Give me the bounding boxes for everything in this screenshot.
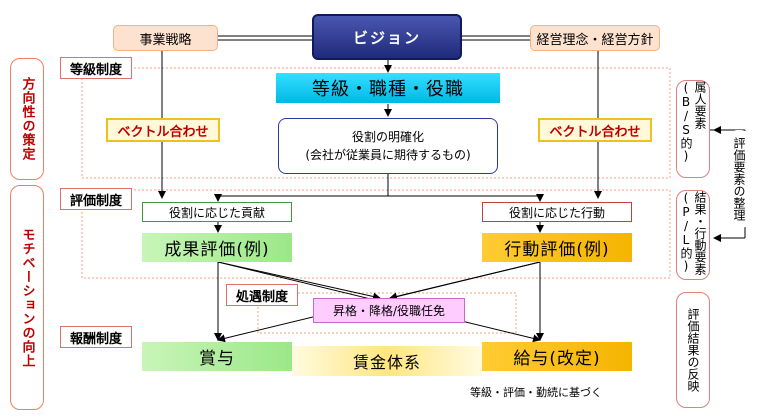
action-eval-label: 行動評価(例) bbox=[504, 240, 610, 260]
wage-basis-text: 等級・評価・勤続に基づく bbox=[470, 386, 602, 399]
strategy-box: 事業戦略 bbox=[113, 25, 218, 51]
motivation-label: モチベーションの向上 bbox=[19, 227, 35, 368]
vector-left-box: ベクトル合わせ bbox=[106, 118, 220, 142]
bonus-box: 賞与 bbox=[142, 342, 292, 371]
evaluation-system-label: 評価制度 bbox=[60, 188, 132, 210]
role-line1: 役割の明確化 bbox=[351, 130, 424, 144]
treatment-system-label: 処遇制度 bbox=[226, 284, 298, 306]
promotion-box: 昇格・降格/役職任免 bbox=[313, 298, 465, 323]
compensation-system-text: 報酬制度 bbox=[69, 331, 122, 347]
bonus-label: 賞与 bbox=[199, 349, 235, 369]
reflect-label: 評価結果の反映 bbox=[686, 308, 700, 392]
result-eval-box: 成果評価(例) bbox=[142, 233, 292, 262]
philosophy-box: 経営理念・経営方針 bbox=[530, 25, 660, 51]
role-clarification-box: 役割の明確化 (会社が従業員に期待するもの) bbox=[278, 118, 498, 174]
result-action-panel: 結果・行動要素(P/L的) bbox=[676, 190, 710, 280]
result-action-label: 結果・行動要素(P/L的) bbox=[679, 191, 707, 275]
grade-title-box: 等級・職種・役職 bbox=[276, 73, 500, 103]
action-eval-box: 行動評価(例) bbox=[482, 233, 632, 262]
salary-label: 給与(改定) bbox=[513, 349, 601, 369]
direction-label: 方向性の策定 bbox=[19, 77, 35, 161]
contribution-label: 役割に応じた貢献 bbox=[168, 205, 265, 220]
contribution-box: 役割に応じた貢献 bbox=[142, 202, 292, 222]
direction-panel: 方向性の策定 bbox=[10, 58, 44, 180]
attribute-label: 属人要素(B/S的) bbox=[679, 81, 707, 163]
vector-left-label: ベクトル合わせ bbox=[117, 124, 209, 140]
result-eval-label: 成果評価(例) bbox=[164, 240, 270, 260]
action-box: 役割に応じた行動 bbox=[482, 202, 632, 222]
strategy-label: 事業戦略 bbox=[139, 32, 192, 48]
action-label: 役割に応じた行動 bbox=[508, 205, 605, 220]
grade-title: 等級・職種・役職 bbox=[312, 79, 464, 100]
motivation-panel: モチベーションの向上 bbox=[10, 185, 44, 410]
philosophy-label: 経営理念・経営方針 bbox=[536, 32, 654, 48]
grade-system-text: 等級制度 bbox=[69, 62, 122, 78]
vision-box: ビジョン bbox=[312, 14, 462, 60]
compensation-system-label: 報酬制度 bbox=[60, 326, 132, 348]
treatment-system-text: 処遇制度 bbox=[235, 289, 288, 305]
organize-panel: 評価要素の整理 bbox=[727, 130, 751, 228]
attribute-panel: 属人要素(B/S的) bbox=[676, 80, 710, 178]
wage-system-label: 賃金体系 bbox=[352, 353, 421, 372]
reflect-panel: 評価結果の反映 bbox=[676, 292, 710, 408]
promotion-label: 昇格・降格/役職任免 bbox=[332, 304, 446, 318]
organize-label: 評価要素の整理 bbox=[732, 137, 746, 221]
vision-label: ビジョン bbox=[352, 28, 421, 47]
role-line2: (会社が従業員に期待するもの) bbox=[305, 148, 471, 162]
grade-system-label: 等級制度 bbox=[60, 57, 132, 79]
salary-box: 給与(改定) bbox=[482, 342, 632, 371]
wage-basis-note: 等級・評価・勤続に基づく bbox=[470, 384, 620, 400]
vector-right-label: ベクトル合わせ bbox=[549, 124, 641, 140]
evaluation-system-text: 評価制度 bbox=[69, 193, 122, 209]
wage-system-box: 賃金体系 bbox=[292, 346, 482, 376]
vector-right-box: ベクトル合わせ bbox=[538, 118, 652, 142]
